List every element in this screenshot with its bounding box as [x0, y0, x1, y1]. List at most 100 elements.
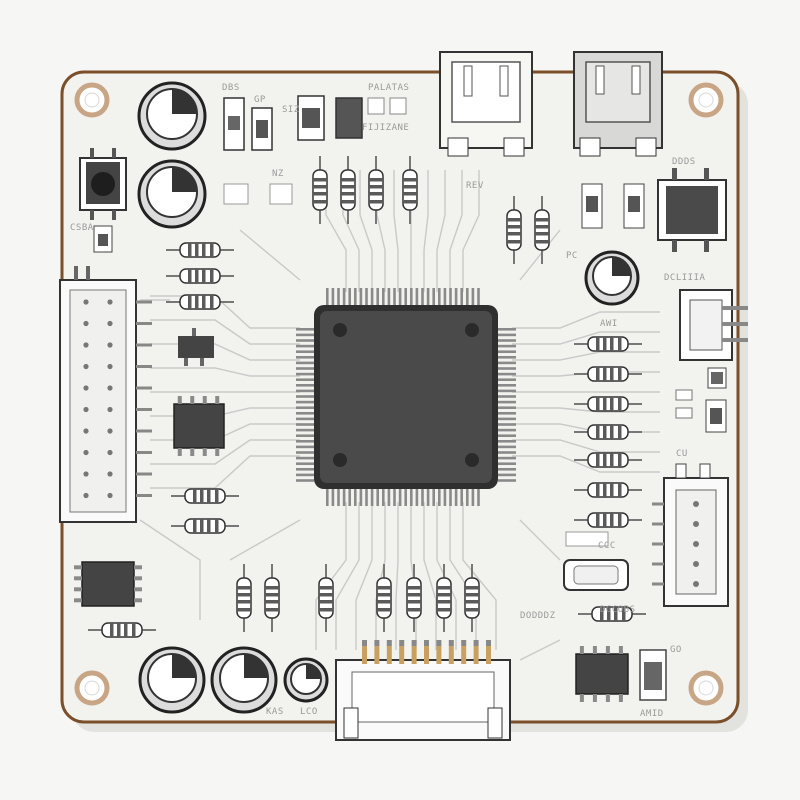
mcu-pin — [498, 462, 516, 465]
smd-component-body — [644, 662, 662, 690]
mcu-pin — [498, 451, 516, 454]
mcu-pin — [296, 378, 314, 381]
pin-header-icon — [679, 289, 748, 361]
smd-pad — [675, 407, 693, 419]
mcu-pin — [410, 488, 413, 506]
header-pin-top — [74, 266, 78, 280]
mcu-pin — [296, 406, 314, 409]
mcu-pin — [454, 288, 458, 306]
mcu-pin — [432, 488, 435, 506]
mcu-pin — [438, 488, 441, 506]
resistor-icon — [574, 424, 642, 440]
mcu-pin — [498, 384, 516, 387]
pcb-trace — [512, 331, 660, 345]
mcu-pin — [438, 288, 441, 306]
mcu-pin — [296, 367, 314, 370]
pcb-trace — [239, 229, 301, 281]
mcu-pin — [331, 288, 335, 306]
silk-label: DGCOBS — [600, 605, 636, 615]
silk-label: CCC — [598, 541, 616, 551]
mcu-pin — [296, 356, 314, 359]
pcb-trace — [512, 311, 660, 329]
mcu-pin — [498, 468, 516, 471]
mcu-pin — [370, 488, 374, 506]
pcb-trace — [519, 519, 561, 561]
mcu-pin — [498, 406, 516, 409]
mcu-pin — [387, 488, 391, 506]
electrolytic-capacitor-icon — [137, 81, 207, 151]
electrolytic-capacitor-icon — [584, 250, 640, 306]
mcu-pin — [498, 378, 516, 381]
resistor-icon — [340, 156, 356, 224]
silk-label: PC — [566, 251, 578, 261]
resistor-icon — [166, 268, 234, 284]
mcu-pin — [449, 488, 452, 506]
pcb-trace — [436, 170, 446, 292]
mcu-pin — [393, 288, 396, 306]
silk-label: NZ — [272, 169, 284, 179]
mcu-pin — [296, 428, 314, 432]
resistor-icon — [406, 564, 422, 632]
usb-connector-icon — [573, 51, 663, 157]
mounting-hole-icon — [74, 82, 110, 118]
mcu-pin — [296, 468, 314, 471]
mounting-hole-icon — [688, 670, 724, 706]
mcu-pin — [498, 395, 516, 398]
pcb-trace — [395, 502, 399, 650]
mcu-pin — [415, 488, 419, 506]
silk-label: FIJIZANE — [362, 123, 409, 133]
mcu-pin — [410, 288, 413, 306]
crystal-oscillator-icon — [563, 559, 629, 591]
mcu-pin — [348, 288, 351, 306]
mcu-pin — [498, 400, 516, 404]
mcu-pin — [498, 412, 516, 415]
mcu-pin — [498, 456, 516, 460]
smd-component — [251, 107, 273, 151]
mcu-pin — [382, 488, 385, 506]
pcb-trace — [393, 170, 399, 292]
mcu-pin — [296, 333, 314, 337]
mcu-pin — [498, 361, 516, 365]
mcu-body — [320, 311, 492, 483]
mcu-pin — [296, 395, 314, 398]
mcu-pin — [296, 339, 314, 342]
silk-label: KAS — [266, 707, 284, 717]
resistor-icon — [574, 452, 642, 468]
mcu-pin — [498, 344, 516, 348]
smd-component — [335, 97, 363, 139]
resistor-icon — [166, 294, 234, 310]
smd-component-body — [628, 196, 640, 212]
mcu-pin — [337, 288, 340, 306]
smd-component-body — [98, 234, 108, 246]
mcu-pin — [296, 344, 314, 348]
mcu-pin — [354, 288, 357, 306]
mcu-pin — [331, 488, 335, 506]
mcu-pin — [296, 445, 314, 449]
pcb-trace — [150, 367, 300, 377]
mcu-pin — [376, 488, 379, 506]
mcu-pin — [443, 288, 447, 306]
pcb-trace — [150, 455, 300, 489]
mcu-pin — [426, 288, 430, 306]
mcu-pin — [296, 473, 314, 477]
mcu-pin — [498, 328, 516, 331]
mcu-pin — [296, 456, 314, 460]
resistor-group — [88, 156, 646, 638]
smd-pad — [675, 389, 693, 401]
mcu-pin — [296, 451, 314, 454]
mcu-pin — [296, 361, 314, 365]
mcu-pin — [498, 356, 516, 359]
mcu-pin — [498, 333, 516, 337]
mcu-corner-mark — [465, 453, 479, 467]
mcu-pin — [498, 423, 516, 426]
electrolytic-capacitor-icon — [138, 646, 206, 714]
resistor-icon — [506, 196, 522, 264]
mcu-pin — [370, 288, 374, 306]
silkscreen-labels: DBS GP SIZ PALATAS FIJIZANE NZ REV CSBA … — [70, 83, 705, 719]
mcu-pin — [460, 288, 463, 306]
pcb-trace — [512, 455, 660, 473]
smd-pad — [269, 183, 293, 205]
mcu-pin — [398, 488, 402, 506]
tactile-button-icon — [79, 148, 127, 220]
